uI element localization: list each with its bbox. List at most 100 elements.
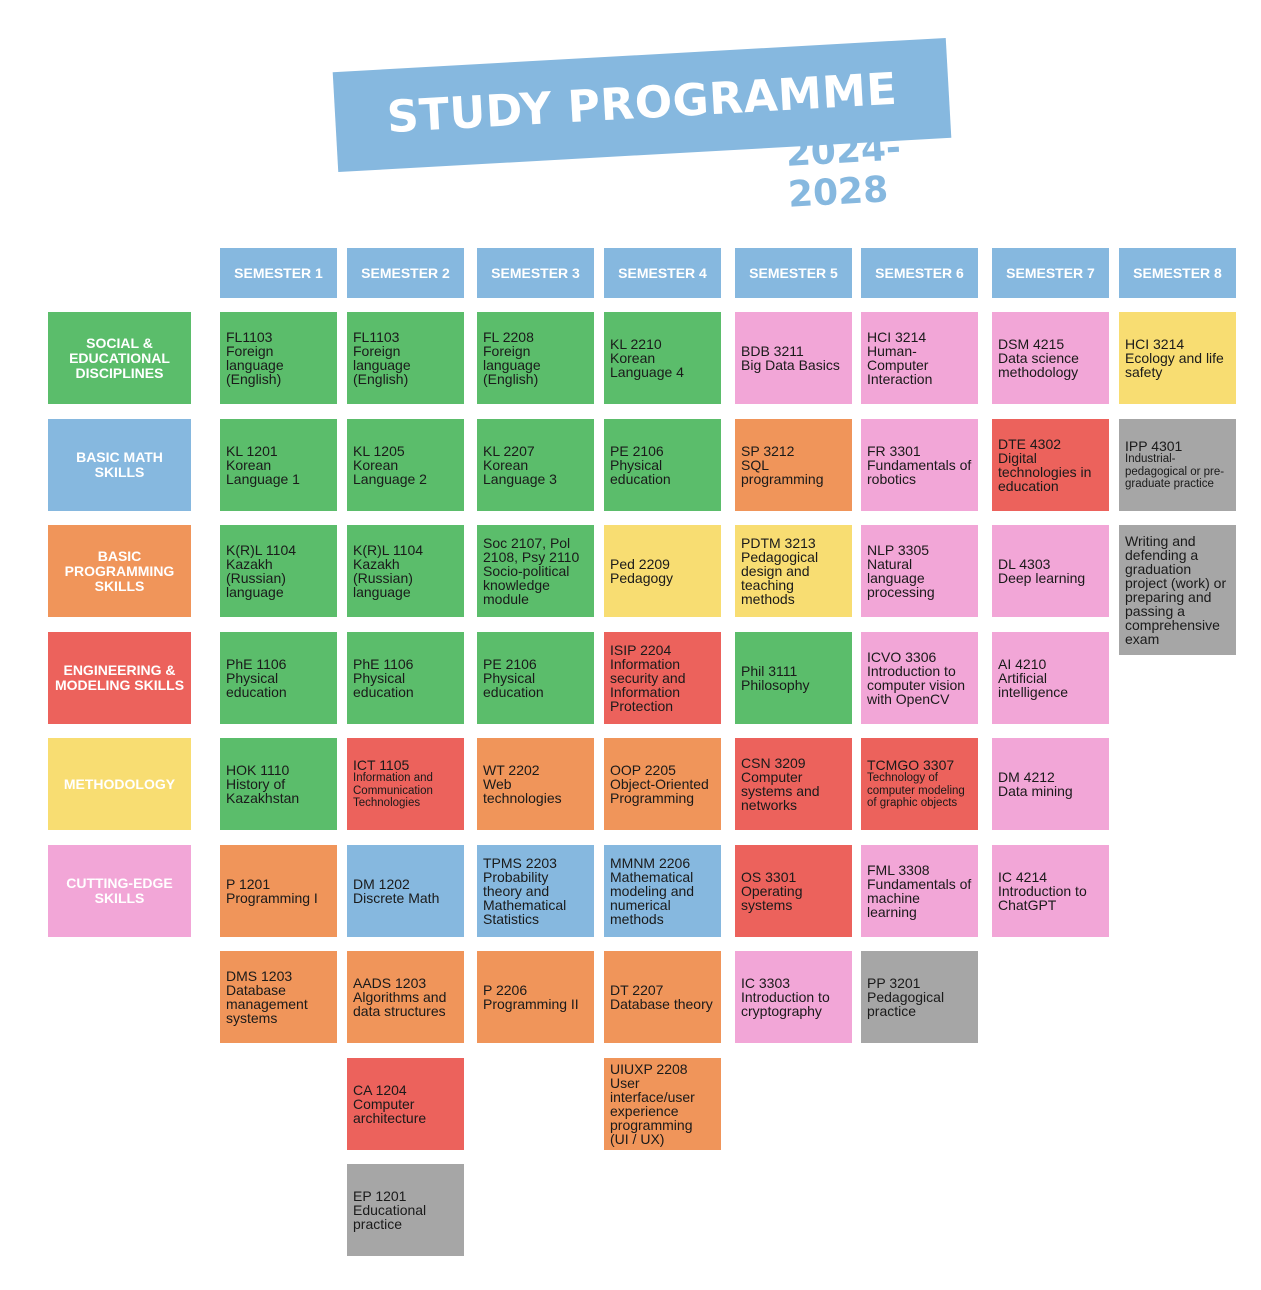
course-name: Big Data Basics (741, 357, 840, 373)
course-name: Probability theory and Mathematical Stat… (483, 869, 567, 927)
course-name: Data mining (998, 783, 1073, 799)
course-name: Industrial-pedagogical or pre-graduate p… (1125, 453, 1225, 491)
course-code: HOK 1110 (226, 762, 290, 778)
course-card: Writing and defending a graduation proje… (1119, 525, 1236, 655)
category-6: CUTTING-EDGE SKILLS (48, 845, 191, 937)
course-name: Algorithms and data structures (353, 989, 447, 1019)
course-name: Fundamentals of robotics (867, 457, 972, 487)
category-2: BASIC MATH SKILLS (48, 419, 191, 511)
course-code: AADS 1203 (353, 975, 427, 991)
course-name: Physical education (483, 670, 544, 700)
course-name: History of Kazakhstan (226, 776, 300, 806)
course-name: Discrete Math (353, 890, 440, 906)
course-code: DL 4303 (998, 556, 1051, 572)
course-code: UIUXP 2208 (610, 1061, 688, 1077)
semester-header-7: SEMESTER 7 (992, 248, 1109, 298)
course-name: Foreign language (English) (226, 343, 284, 387)
course-name: Introduction to cryptography (741, 989, 830, 1019)
course-name: Object-Oriented Programming (610, 776, 709, 806)
course-code: PhE 1106 (353, 656, 414, 672)
course-code: EP 1201 (353, 1188, 407, 1204)
course-name: Introduction to ChatGPT (998, 883, 1087, 913)
course-name: Computer systems and networks (741, 769, 820, 813)
course-code: Phil 3111 (741, 663, 798, 679)
course-code: BDB 3211 (741, 343, 804, 359)
course-code: Soc 2107, Pol 2108, Psy 2110 (483, 535, 580, 565)
course-code: NLP 3305 (867, 542, 930, 558)
course-name: Web technologies (483, 776, 562, 806)
course-name: Natural language processing (867, 556, 935, 600)
course-name: Database theory (610, 996, 713, 1012)
course-code: DM 4212 (998, 769, 1055, 785)
course-code: FL 2208 (483, 329, 534, 345)
course-code: WT 2202 (483, 762, 540, 778)
course-name: Fundamentals of machine learning (867, 876, 972, 920)
course-name: Information security and Information Pro… (610, 656, 686, 714)
course-name: Kazakh (Russian) language (353, 556, 413, 600)
course-code: OS 3301 (741, 869, 797, 885)
course-name: Operating systems (741, 883, 803, 913)
course-name: Physical education (226, 670, 287, 700)
course-code: MMNM 2206 (610, 855, 691, 871)
category-3: BASIC PROGRAMMING SKILLS (48, 525, 191, 617)
course-name: Ecology and life safety (1125, 350, 1224, 380)
course-code: KL 1201 (226, 443, 278, 459)
course-name: Digital technologies in education (998, 450, 1092, 494)
course-code: K(R)L 1104 (353, 542, 424, 558)
course-code: FML 3308 (867, 862, 930, 878)
course-name: Computer architecture (353, 1096, 427, 1126)
course-code: Writing and defending a graduation proje… (1125, 533, 1227, 647)
course-name: Database management systems (226, 982, 308, 1026)
course-name: Programming I (226, 890, 318, 906)
course-code: P 1201 (226, 876, 271, 892)
course-code: IC 3303 (741, 975, 791, 991)
semester-header-1: SEMESTER 1 (220, 248, 337, 298)
course-name: Physical education (610, 457, 671, 487)
course-name: Pedagogical design and teaching methods (741, 549, 819, 607)
course-code: TPMS 2203 (483, 855, 557, 871)
course-name: Technology of computer modeling of graph… (867, 772, 965, 810)
course-code: KL 2210 (610, 336, 662, 352)
course-name: Korean Language 4 (610, 350, 684, 380)
semester-header-8: SEMESTER 8 (1119, 248, 1236, 298)
course-code: Ped 2209 (610, 556, 670, 572)
course-name: Data science methodology (998, 350, 1079, 380)
semester-header-5: SEMESTER 5 (735, 248, 852, 298)
course-code: K(R)L 1104 (226, 542, 297, 558)
course-name: Mathematical modeling and numerical meth… (610, 869, 695, 927)
course-name: Kazakh (Russian) language (226, 556, 286, 600)
course-code: ICT 1105 (353, 757, 410, 774)
course-code: ICVO 3306 (867, 649, 937, 665)
course-name: Physical education (353, 670, 414, 700)
course-name: Pedagogy (610, 570, 674, 586)
course-code: AI 4210 (998, 656, 1047, 672)
year-range: 2024-2028 (784, 127, 902, 216)
course-code: DT 2207 (610, 982, 664, 998)
course-code: PhE 1106 (226, 656, 287, 672)
